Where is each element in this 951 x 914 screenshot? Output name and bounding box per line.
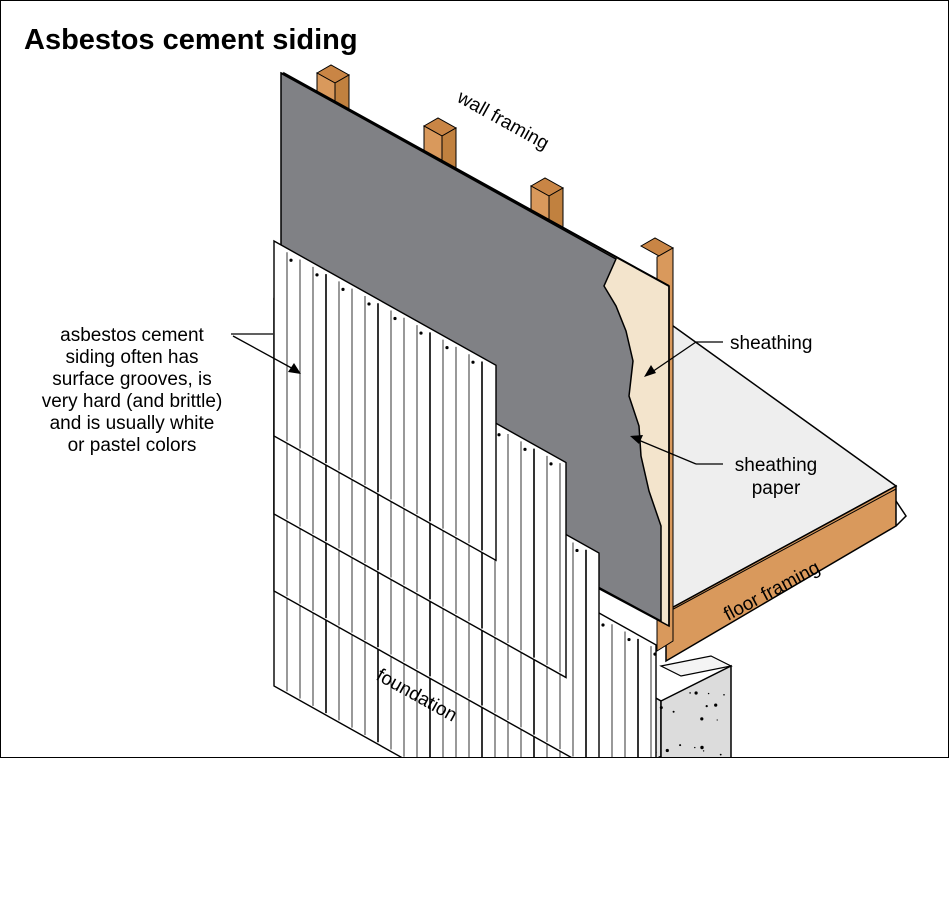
siding-note-line-4: very hard (and brittle): [42, 391, 223, 412]
siding-note-line-2: siding often has: [65, 347, 198, 368]
siding-note-line-6: or pastel colors: [68, 435, 197, 456]
siding-note-line-1: asbestos cement: [60, 325, 204, 346]
label-siding-note: asbestos cement siding often has surface…: [42, 325, 223, 456]
diagram-frame: Asbestos cement siding wall framing shea…: [0, 0, 949, 758]
siding-diagram: Asbestos cement siding wall framing shea…: [24, 24, 907, 757]
label-sheathing-paper-line1: sheathing: [735, 455, 817, 476]
siding-note-line-3: surface grooves, is: [52, 369, 211, 390]
siding-note-line-5: and is usually white: [50, 413, 215, 434]
asbestos-siding: [273, 239, 657, 757]
label-sheathing: sheathing: [730, 333, 812, 354]
foundation-side: [660, 664, 732, 757]
siding-course: [273, 239, 497, 562]
diagram-title: Asbestos cement siding: [24, 24, 358, 56]
label-wall-framing: wall framing: [453, 87, 553, 155]
label-sheathing-paper-line2: paper: [752, 478, 801, 499]
